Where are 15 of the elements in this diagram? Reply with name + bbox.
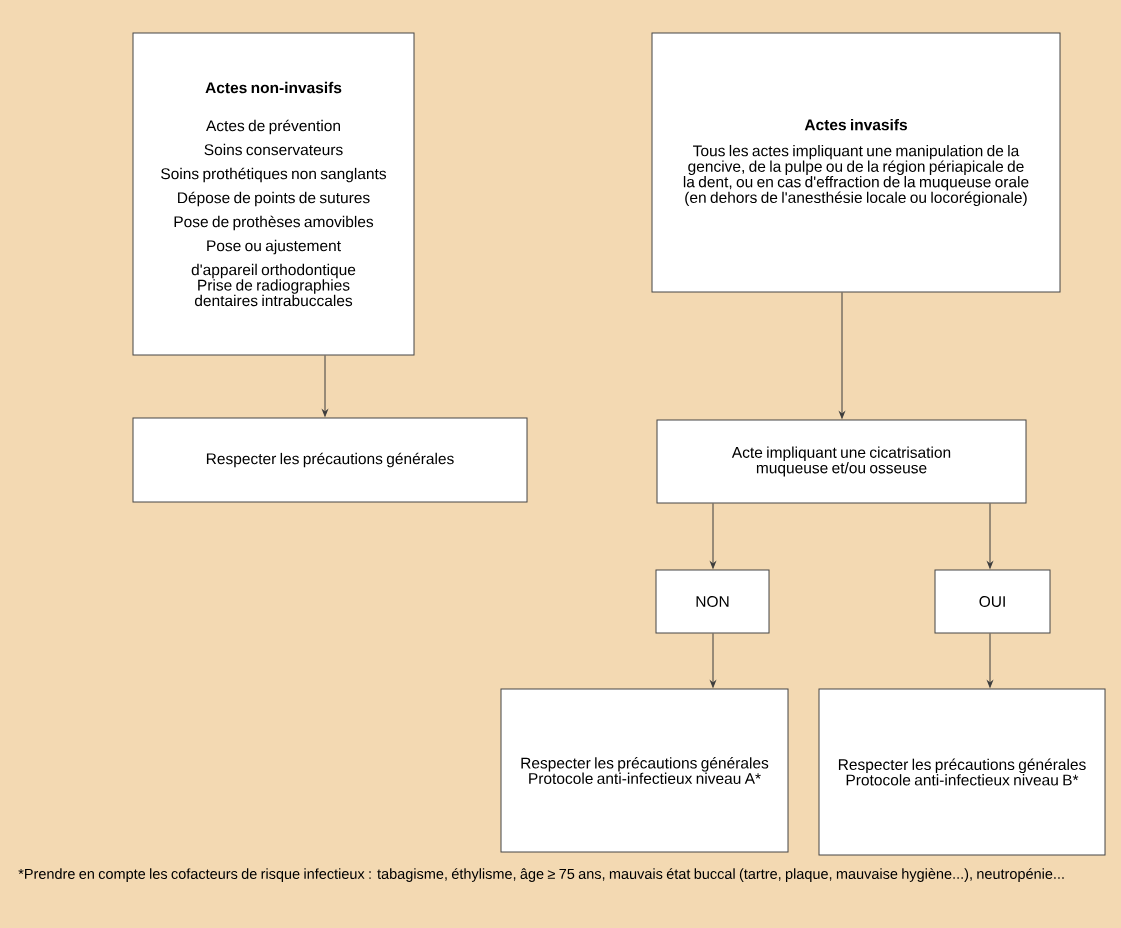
arrow: [710, 633, 716, 688]
arrow: [987, 503, 993, 569]
arrow: [710, 503, 716, 569]
arrow: [322, 355, 328, 417]
process-box: NON: [655, 569, 770, 634]
process-box: OUI: [934, 569, 1051, 634]
footnote: *Prendre en compte les cofacteurs de risque infectieux : tabagisme, éthylisme, âge ≥ 75 ans, mauvais état buccal (tartre, plaque, mauvaise hygiène...), neutropénie...: [18, 868, 1064, 882]
process-box: Respecter les précautions générales Protocole anti-infectieux niveau B*: [818, 688, 1106, 856]
process-box: Acte impliquant une cicatrisation muqueuse et/ou osseuse: [656, 419, 1027, 504]
arrow: [839, 292, 845, 419]
process-box: Respecter les précautions générales Protocole anti-infectieux niveau A*: [500, 688, 789, 853]
process-box: Respecter les précautions générales: [132, 417, 528, 503]
heading-box: Actes non-invasifs Actes de prévention Soins conservateurs Soins prothétiques non sanglants Dépose de points de sutures Pose de prothèses amovibles Pose ou ajustement d'appareil orthodontique Prise de radiographies dentaires intrabuccales: [132, 32, 415, 356]
arrow: [987, 633, 993, 688]
heading-box: Actes invasifs Tous les actes impliquant une manipulation de la gencive, de la pulpe ou de la région périapicale de la dent, ou en cas d'effraction de la muqueuse orale (en dehors de l'anesthésie locale ou locorégionale): [651, 32, 1061, 293]
